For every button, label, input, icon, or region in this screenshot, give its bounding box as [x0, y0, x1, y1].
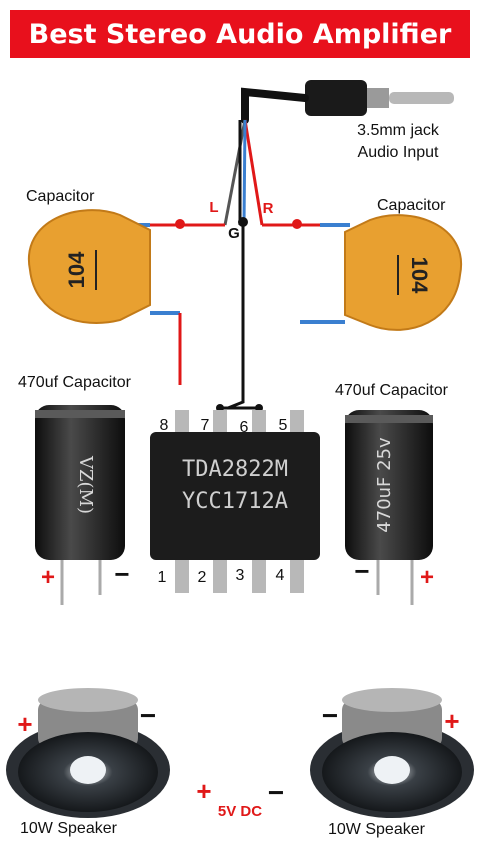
capacitor-label-right: Capacitor	[377, 197, 446, 214]
pin-5: 5	[279, 417, 288, 434]
electrolytic-text-right: 470uF 25v	[374, 437, 395, 533]
ceramic-capacitor-left: 104	[27, 209, 182, 385]
power-plus: +	[196, 776, 211, 806]
ceramic-marking-right: 104	[407, 257, 432, 294]
speaker-label-right: 10W Speaker	[328, 821, 425, 838]
electrolytic-label-right: 470uf Capacitor	[335, 382, 448, 399]
chip-marking-line1: TDA2822M	[182, 457, 288, 482]
plus-left-cap: +	[41, 564, 55, 591]
jack-label-line1: 3.5mm jack	[357, 122, 439, 139]
pin-8: 8	[160, 417, 169, 434]
pin-3: 3	[236, 567, 245, 584]
jack-label: 3.5mm jack Audio Input	[338, 120, 458, 164]
electrolytic-capacitor-right: 470uF 25v − +	[345, 410, 434, 605]
wire-label-right: R	[263, 200, 274, 217]
power-label: 5V DC	[218, 803, 262, 820]
input-wires	[150, 119, 320, 412]
wire-label-ground: G	[228, 225, 240, 242]
ceramic-marking-left: 104	[64, 251, 89, 288]
minus-right-cap: −	[354, 556, 369, 586]
speaker-right: − +	[310, 688, 474, 818]
plus-left-speaker: +	[17, 709, 32, 739]
pin-7: 7	[201, 417, 210, 434]
page-title: Best Stereo Audio Amplifier	[28, 18, 452, 50]
pin-4: 4	[276, 567, 285, 584]
minus-left-cap: −	[114, 559, 129, 589]
plus-right-cap: +	[420, 564, 434, 591]
pin-6: 6	[240, 419, 249, 436]
speaker-label-left: 10W Speaker	[20, 820, 117, 837]
speaker-left: + −	[6, 688, 170, 818]
electrolytic-label-left: 470uf Capacitor	[18, 374, 131, 391]
electrolytic-text-left: VZ(M)	[75, 455, 96, 514]
pin-2: 2	[198, 569, 207, 586]
chip-marking-line2: YCC1712A	[182, 489, 288, 514]
minus-right-speaker: −	[322, 700, 338, 731]
power-minus: −	[268, 777, 284, 808]
minus-left-speaker: −	[140, 700, 156, 731]
jack-label-line2: Audio Input	[357, 144, 439, 161]
audio-jack	[241, 80, 454, 124]
ceramic-capacitor-right: 104	[300, 214, 463, 331]
plus-right-speaker: +	[444, 706, 459, 736]
capacitor-label-left: Capacitor	[26, 188, 95, 205]
pin-1: 1	[158, 569, 167, 586]
wire-label-left: L	[209, 199, 218, 216]
title-banner: Best Stereo Audio Amplifier	[10, 10, 470, 58]
electrolytic-capacitor-left: VZ(M) + −	[35, 405, 130, 605]
amplifier-chip: TDA2822M YCC1712A 8 7 6 5 1 2 3 4	[150, 410, 320, 593]
